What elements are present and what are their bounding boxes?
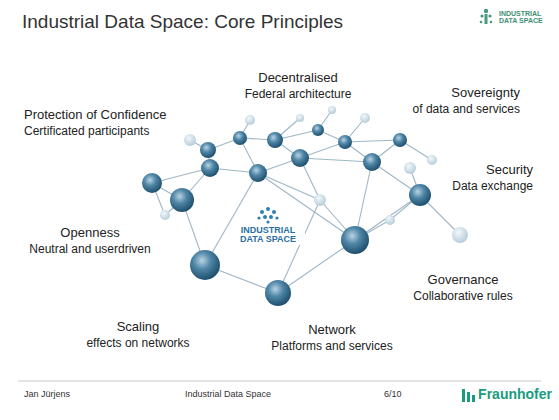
network-sphere [404,162,416,174]
logo-text: INDUSTRIAL DATA SPACE [497,10,553,25]
principle-text: Certificated participants [22,125,151,139]
principle-heading: Decentralised [256,71,340,86]
center-logo-icon [257,207,278,224]
network-sphere [201,159,219,177]
slide-title: Industrial Data Space: Core Principles [22,11,343,33]
network-line [278,200,320,293]
network-sphere [338,135,352,149]
network-sphere [385,215,395,225]
network-sphere [452,227,468,243]
network-sphere [200,142,216,158]
network-sphere [233,131,247,145]
network-lines [152,110,460,293]
principle-text: effects on networks [84,337,191,351]
network-sphere [265,280,291,306]
network-sphere [393,133,407,147]
principle-text: Neutral and userdriven [27,243,152,257]
network-line [300,158,372,162]
network-sphere [170,188,194,212]
footer-rule [18,381,541,382]
network-line [258,173,320,200]
principle-heading: Openness [58,226,121,241]
network-sphere [160,210,170,220]
network-sphere [267,132,283,148]
fraunhofer-logo-text: Fraunhofer [476,386,554,402]
principle-heading: Security [484,163,535,178]
network-line [345,140,400,142]
footer-author: Jan Jürjens [22,389,72,399]
network-sphere [190,250,220,280]
principle-text: Platforms and services [269,340,394,354]
principle-text: Collaborative rules [411,290,514,304]
network-line [205,173,258,265]
principle-heading: Network [306,323,358,338]
principle-text: of data and services [411,103,522,117]
network-sphere [314,194,326,206]
principle-heading: Governance [426,273,501,288]
network-sphere [142,173,162,193]
network-sphere [184,134,196,146]
network-sphere [409,184,431,206]
principle-heading: Sovereignty [449,86,522,101]
network-nodes [142,106,468,306]
footer-title: Industrial Data Space [183,389,273,399]
network-sphere [363,153,381,171]
principle-text: Data exchange [450,180,535,194]
network-sphere [312,124,324,136]
center-logo-text: INDUSTRIAL DATA SPACE [231,226,305,245]
network-sphere [245,115,255,125]
principle-text: Federal architecture [243,88,354,102]
network-sphere [341,226,369,254]
fraunhofer-mark [462,389,475,402]
page-number: 6/10 [382,389,404,399]
network-sphere [291,149,309,167]
network-sphere [360,113,370,123]
principle-heading: Scaling [115,320,162,335]
network-sphere [328,106,336,114]
network-sphere [427,155,437,165]
logo-icon [480,9,493,24]
principle-heading: Protection of Confidence [22,108,168,123]
network-sphere [249,164,267,182]
network-sphere [296,114,304,122]
